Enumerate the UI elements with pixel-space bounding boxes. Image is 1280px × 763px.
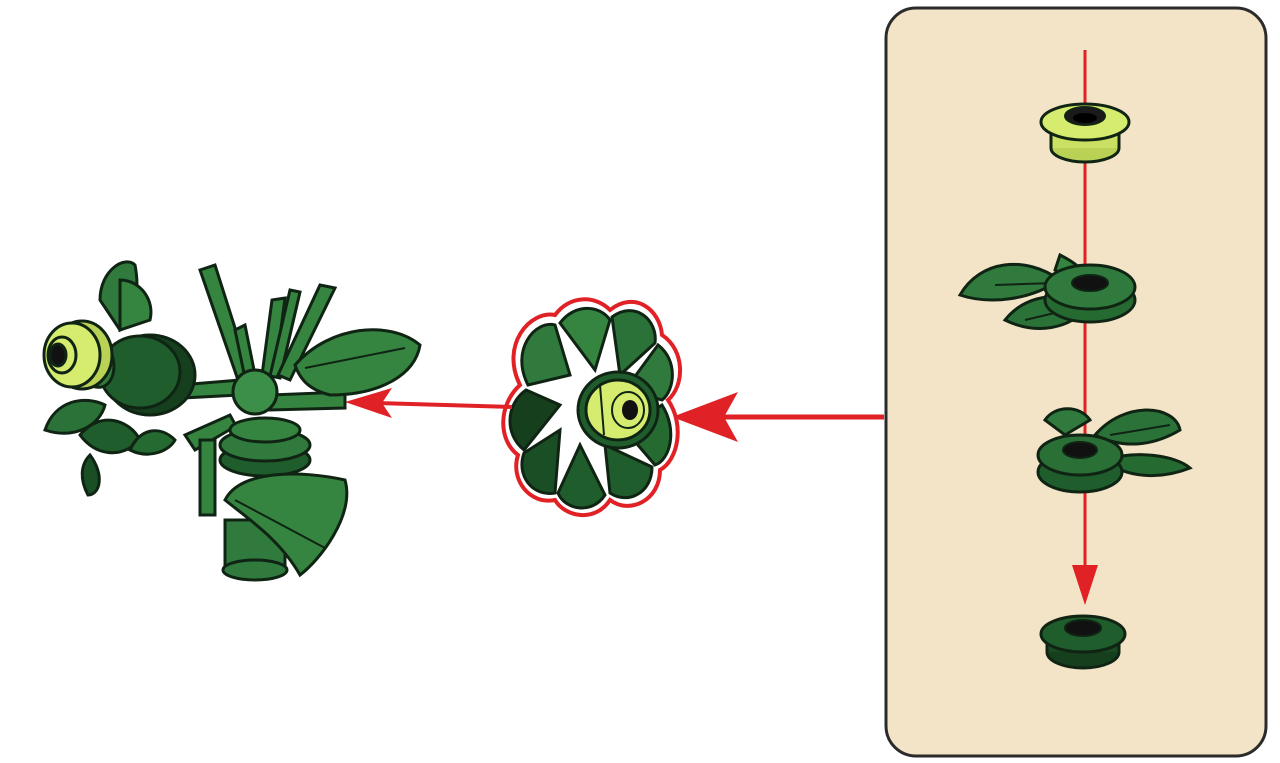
dark-green-round-plate-icon	[1041, 616, 1125, 668]
attach-arrow-large	[672, 392, 884, 442]
attached-flower	[44, 262, 195, 495]
lime-round-plate-icon	[1041, 104, 1129, 162]
plant-stem-model-icon	[44, 262, 420, 580]
flower-subassembly-icon	[503, 299, 680, 515]
leaf	[295, 330, 420, 395]
attach-arrow-small	[345, 388, 512, 418]
